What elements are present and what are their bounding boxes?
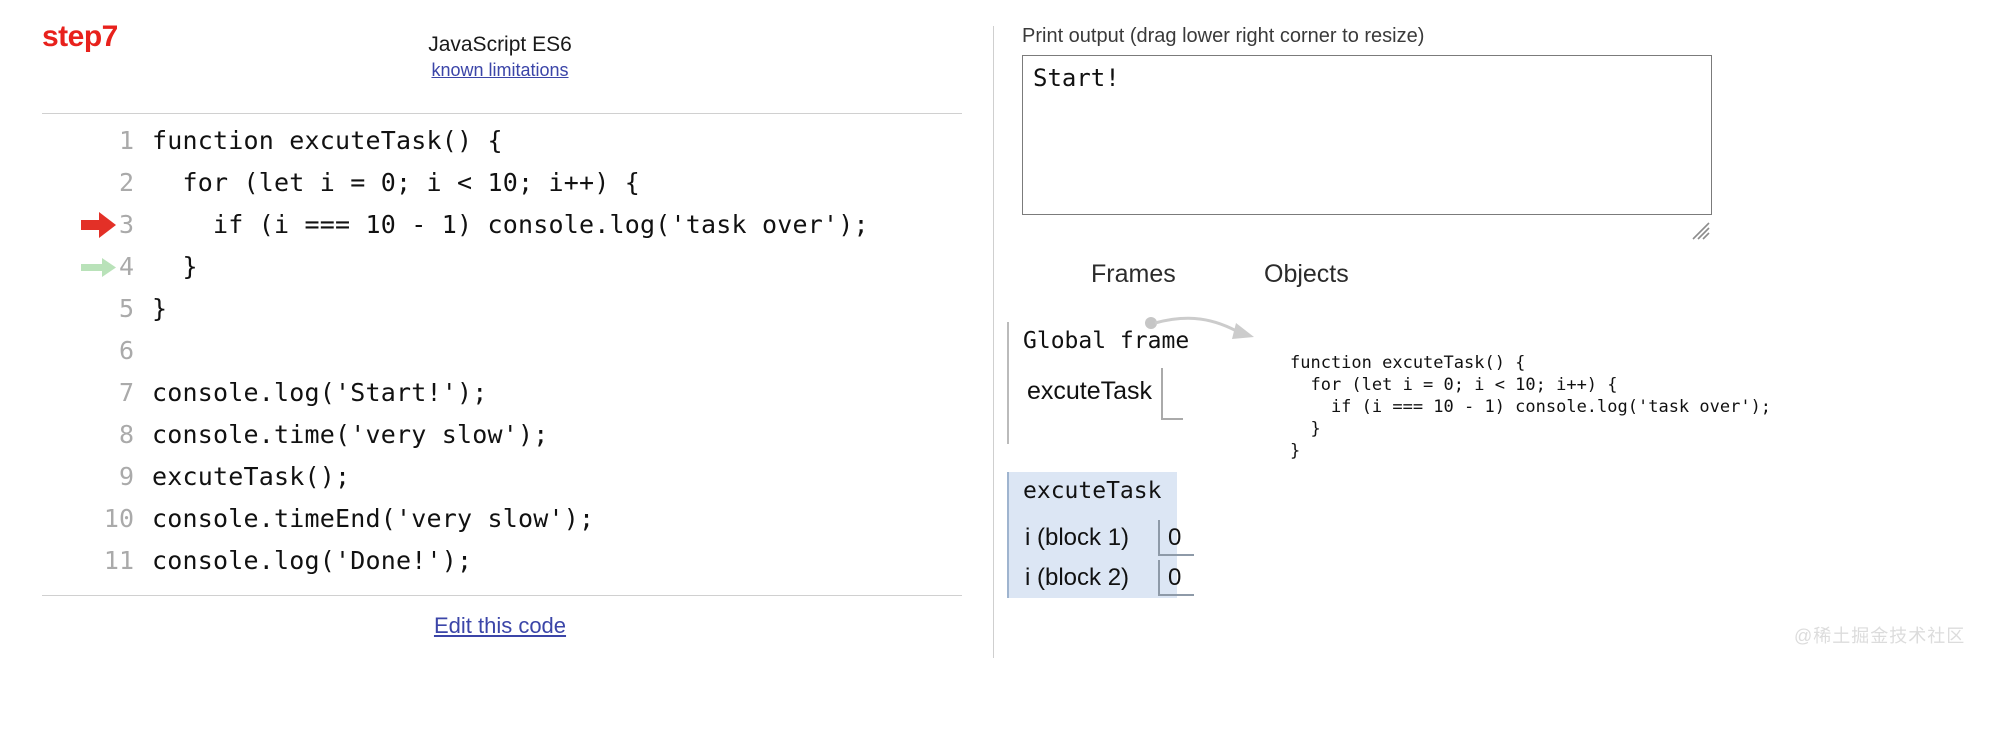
- frame-variable-name: i (block 2): [1025, 564, 1130, 591]
- line-number: 7: [118, 378, 134, 407]
- line-number: 1: [118, 126, 134, 155]
- code-line[interactable]: 4 }: [42, 246, 972, 288]
- code-bottom-divider: [42, 595, 962, 596]
- line-code: function excuteTask() {: [152, 126, 503, 155]
- line-number: 5: [118, 294, 134, 323]
- execution-pointer-red-arrow-icon: [42, 162, 116, 238]
- line-code: console.log('Done!');: [152, 546, 473, 575]
- frames-heading: Frames: [1091, 260, 1176, 288]
- global-frame: Global frame excuteTask: [1007, 322, 1237, 444]
- objects-heading: Objects: [1264, 260, 1349, 288]
- code-line[interactable]: 6: [42, 330, 972, 372]
- code-line[interactable]: 7 console.log('Start!');: [42, 372, 972, 414]
- gutter-arrow-none: [42, 414, 86, 456]
- line-number: 6: [118, 336, 134, 365]
- code-top-divider: [42, 113, 962, 114]
- next-line-green-arrow-icon: [42, 204, 116, 277]
- frame-variable-slot: 0: [1158, 560, 1194, 596]
- global-frame-variable-slot: [1161, 368, 1183, 420]
- edit-this-code-link[interactable]: Edit this code: [433, 613, 567, 638]
- object-function-excutetask: function excuteTask() { for (let i = 0; …: [1290, 352, 1771, 462]
- line-number: 10: [103, 504, 134, 533]
- frame-variable-value: 0: [1168, 524, 1182, 551]
- frame-variable-row: i (block 1) 0: [1025, 518, 1194, 558]
- gutter-arrow-none: [42, 246, 86, 288]
- line-code: console.time('very slow');: [152, 420, 549, 449]
- code-line[interactable]: 9 excuteTask();: [42, 456, 972, 498]
- step-label: step7: [42, 20, 118, 53]
- line-code: for (let i = 0; i < 10; i++) {: [152, 168, 641, 197]
- code-lines: 1 function excuteTask() { 2 for (let i =…: [42, 120, 972, 582]
- frame-variable-name: i (block 1): [1025, 524, 1130, 551]
- line-code: }: [152, 294, 168, 323]
- language-header: JavaScript ES6 known limitations: [300, 32, 700, 82]
- line-code: }: [152, 252, 198, 281]
- print-output-box[interactable]: Start!: [1022, 55, 1712, 215]
- code-panel: step7 JavaScript ES6 known limitations 1…: [0, 0, 993, 658]
- gutter-arrow-none: [42, 330, 86, 372]
- line-code: if (i === 10 - 1) console.log('task over…: [152, 210, 869, 239]
- language-name: JavaScript ES6: [428, 33, 572, 56]
- line-number: 8: [118, 420, 134, 449]
- gutter-arrow-none: [42, 120, 86, 162]
- panel-divider: [993, 26, 994, 658]
- code-line[interactable]: 11 console.log('Done!');: [42, 540, 972, 582]
- line-number: 9: [118, 462, 134, 491]
- line-number: 2: [118, 168, 134, 197]
- global-frame-title: Global frame: [1023, 328, 1190, 354]
- line-number: 11: [103, 546, 134, 575]
- code-line[interactable]: 2 for (let i = 0; i < 10; i++) {: [42, 162, 972, 238]
- line-number: 4: [118, 252, 134, 281]
- line-code: excuteTask();: [152, 462, 351, 491]
- watermark: @稀土掘金技术社区: [1794, 626, 1966, 646]
- code-line[interactable]: 3 if (i === 10 - 1) console.log('task ov…: [42, 204, 972, 277]
- gutter-arrow-none: [42, 456, 86, 498]
- code-line[interactable]: 5 }: [42, 288, 972, 330]
- frame-variable-value: 0: [1168, 564, 1182, 591]
- execution-frame-excutetask: excuteTask i (block 1) 0 i (block 2) 0: [1007, 472, 1194, 598]
- line-code: console.log('Start!');: [152, 378, 488, 407]
- gutter-arrow-none: [42, 372, 86, 414]
- global-frame-variable-name: excuteTask: [1027, 377, 1153, 405]
- known-limitations-link[interactable]: known limitations: [431, 60, 569, 80]
- object-function-source: function excuteTask() { for (let i = 0; …: [1290, 353, 1772, 461]
- gutter-arrow-none: [42, 288, 86, 330]
- line-code: console.timeEnd('very slow');: [152, 504, 595, 533]
- gutter-arrow-none: [42, 540, 86, 582]
- frame-variable-row: i (block 2) 0: [1025, 558, 1194, 598]
- code-line[interactable]: 10 console.timeEnd('very slow');: [42, 498, 972, 540]
- gutter-arrow-none: [42, 498, 86, 540]
- resize-handle-icon[interactable]: [1692, 222, 1710, 240]
- code-line[interactable]: 1 function excuteTask() {: [42, 120, 972, 162]
- code-line[interactable]: 8 console.time('very slow');: [42, 414, 972, 456]
- frame-variable-slot: 0: [1158, 520, 1194, 556]
- line-number: 3: [118, 210, 134, 239]
- execution-frame-title: excuteTask: [1023, 478, 1162, 504]
- print-output-label: Print output (drag lower right corner to…: [1022, 25, 1425, 47]
- visualization-panel: Print output (drag lower right corner to…: [994, 0, 2000, 658]
